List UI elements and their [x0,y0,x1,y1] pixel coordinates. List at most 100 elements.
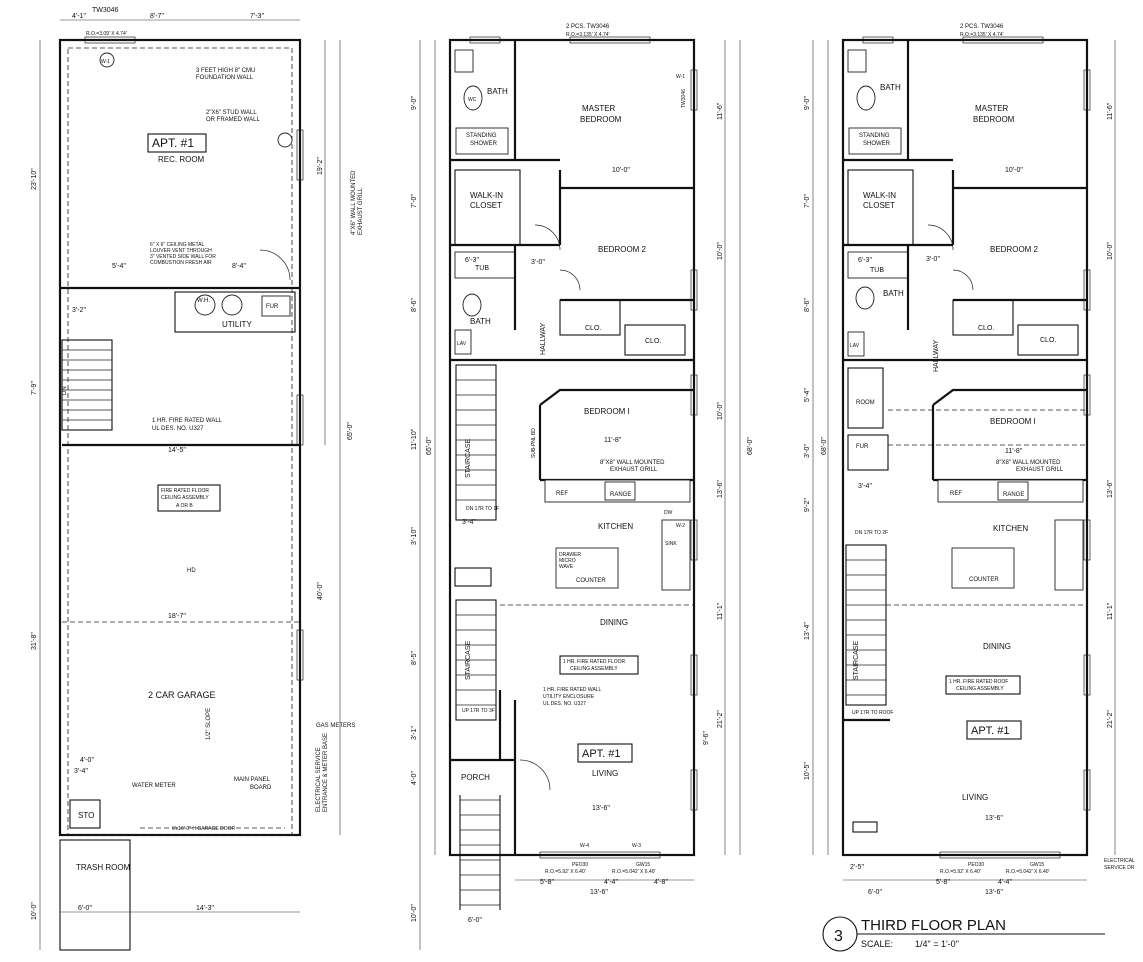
plan2-sink-counter [661,519,691,591]
plan1-window-tag: TW3046 [92,7,119,14]
plan3-walkin-1: WALK-IN [863,191,896,200]
plan2-closet-1 [559,299,621,336]
plan1-apt-tag: APT. #1 [152,136,194,150]
plan2-shower-1: STANDING [466,133,497,139]
plan1-dim-mid-f: 3'-4" [74,768,88,775]
plan1-main-panel-1: MAIN PANEL [234,777,271,783]
plan3-wc-1 [856,85,876,111]
plan3-dim-mid-h: 2'-5" [850,864,864,871]
plan2-wc-1 [463,85,483,111]
furnace-box [261,295,291,317]
plan2-clo-label: CLO. [585,325,601,332]
plan1-note-stud-1: 2"X6" STUD WALL [206,110,257,116]
plan3-lav-2 [847,331,865,357]
plan3-dim-mid-d: 13'-6" [985,889,1003,896]
plan2-dim-mid-b: 11'-8" [604,437,622,444]
scale-value: 1/4" = 1'-0" [915,939,959,949]
plan3-dim-left-h: 10'-5" [804,762,811,780]
plan2-exterior-wall [448,38,696,857]
plan2-master-label: MASTER [582,104,616,113]
plan3-shower [848,127,902,155]
plan3-dim-left-c: 8'-6" [804,298,811,312]
plan3-shower-2: SHOWER [863,141,891,147]
plan3-dim-right-d: 13'-6" [1107,480,1114,498]
plan1-note-stud-2: OR FRAMED WALL [206,117,260,123]
plan2-dim-mid-e: 4'-4" [604,879,618,886]
plan2-wall-note-1: 1 HR. FIRE RATED WALL [543,687,602,693]
plan3-dim-left-a: 9'-0" [804,96,811,110]
plan1-fur-label: FUR [266,304,279,310]
plan2-dim-left-j: 10'-0" [411,904,418,922]
plan1-elec-note-1: ELECTRICAL SERVICE [316,747,322,812]
plan2-bottom-window-ro: R.O.=5.92' X 6.40' [545,869,586,875]
plan1-sto-box [69,799,101,829]
plan2-up-label: UP 17R TO 3F [462,708,495,714]
plan2-micro-1: DRAWER [559,552,581,558]
plan3-dim-mid-e: 4'-4" [998,879,1012,886]
plan3-elec-note-2: SERVICE DR [1104,865,1135,871]
plan3-bottom-window-tag: PEO30 [968,862,984,868]
plan1-floor-assy-box [157,484,221,512]
plan3-bottom-window-ro: R.O.=5.92' X 6.40' [940,869,981,875]
plan3-apt-tag-box [966,720,1022,740]
plan2-range [604,481,636,501]
plan1-exhaust-note-b: EXHAUST GRILL [358,187,364,235]
water-heater-1 [194,294,216,316]
plan1-garage-door-note: 6'x16'-0" H GARAGE DOOR [172,826,236,832]
plan2-floor-assy-box [559,655,639,675]
plan2-lav-1 [454,49,474,73]
plan1-stair-box [61,339,113,431]
plan2-dim-mid-a: 10'-0" [612,167,630,174]
plan3-shower-1: STANDING [859,133,890,139]
plan2-dim-mid-k: 6'-3" [465,257,479,264]
plan1-dim-right-a: 19'-2" [317,157,324,175]
plan2-wc-label: WC [468,97,477,103]
plan3-dim-mid-j: 3'-0" [926,256,940,263]
plan3-staircase-label: STAIRCASE [853,641,860,680]
plan1-main-panel-2: BOARD [250,785,272,791]
plan2-walkin-1: WALK-IN [470,191,503,200]
plan2-wc-2 [462,293,482,317]
plan3-room-label: ROOM [856,400,875,406]
plan3-dim-mid-c: 13'-6" [985,815,1003,822]
plan1-garage-label: 2 CAR GARAGE [148,690,216,700]
plan2-sub-pnl: SUB-PNL BD [531,428,537,458]
plan2-dim-right-g: 21'-2" [717,710,724,728]
plan3-bed1-label: BEDROOM I [990,417,1036,426]
plan3-dim-left-b: 7'-0" [804,194,811,208]
plan1-dim-mid-i: 3'-2" [72,307,86,314]
plan1-w1-tag: W-1 [101,59,110,65]
plan1-floor-assy-3: A OR B [176,503,193,509]
plan3-dim-mid-b: 11'-8" [1005,448,1023,455]
scale-label: SCALE: [861,939,893,949]
plan3-staircase [845,544,887,706]
plan2-dim-left-c: 8'-6" [411,298,418,312]
plan2-clo-label-2: CLO. [645,338,661,345]
plan2-exhaust-2: EXHAUST GRILL [610,467,658,473]
plan3-roof-note-1: 1 HR. FIRE RATED ROOF [949,679,1008,685]
plan2-shower [455,127,509,155]
plan1-window-ro: R.O.=3.09' X 4.74' [86,31,127,37]
plan2-porch-label: PORCH [461,773,490,782]
plan1-utility-room [174,291,296,333]
plan3-dim-mid-k: 6'-3" [858,257,872,264]
plan2-bed2-label: BEDROOM 2 [598,245,647,254]
plan2-sink-label: SINK [665,541,677,547]
plan2-dim-mid-g: 4'-8" [654,879,668,886]
plan1-dim-top-a: 4'-1" [72,13,86,20]
plan2-wall-note-3: UL DES. NO. U327 [543,701,586,707]
plan2-dim-right-h: 9'-6" [703,731,710,745]
plan1-floor-assy-1: FIRE RATED FLOOR [161,488,209,494]
plan2-dim-mid-j: 3'-0" [531,259,545,266]
plan2-dim-right-c: 68'-0" [747,437,754,455]
plan1-foundation-line [67,47,293,836]
plan2-dim-left-f: 3'-10" [411,527,418,545]
plan1-note-louver-3: 3" VENTED SIDE WALL FOR [150,254,216,260]
plan2-exhaust-1: 8"X8" WALL MOUNTED [600,460,665,466]
plan3-exterior-wall [841,38,1089,857]
plan2-dim-left-b: 7'-0" [411,194,418,208]
plan2-apt-tag: APT. #1 [582,748,621,760]
plan1-fire-wall-note-1: 1 HR. FIRE RATED WALL [152,418,223,424]
plan2-dim-left-a: 9'-0" [411,96,418,110]
plan1-dim-mid-e: 4'-0" [80,757,94,764]
